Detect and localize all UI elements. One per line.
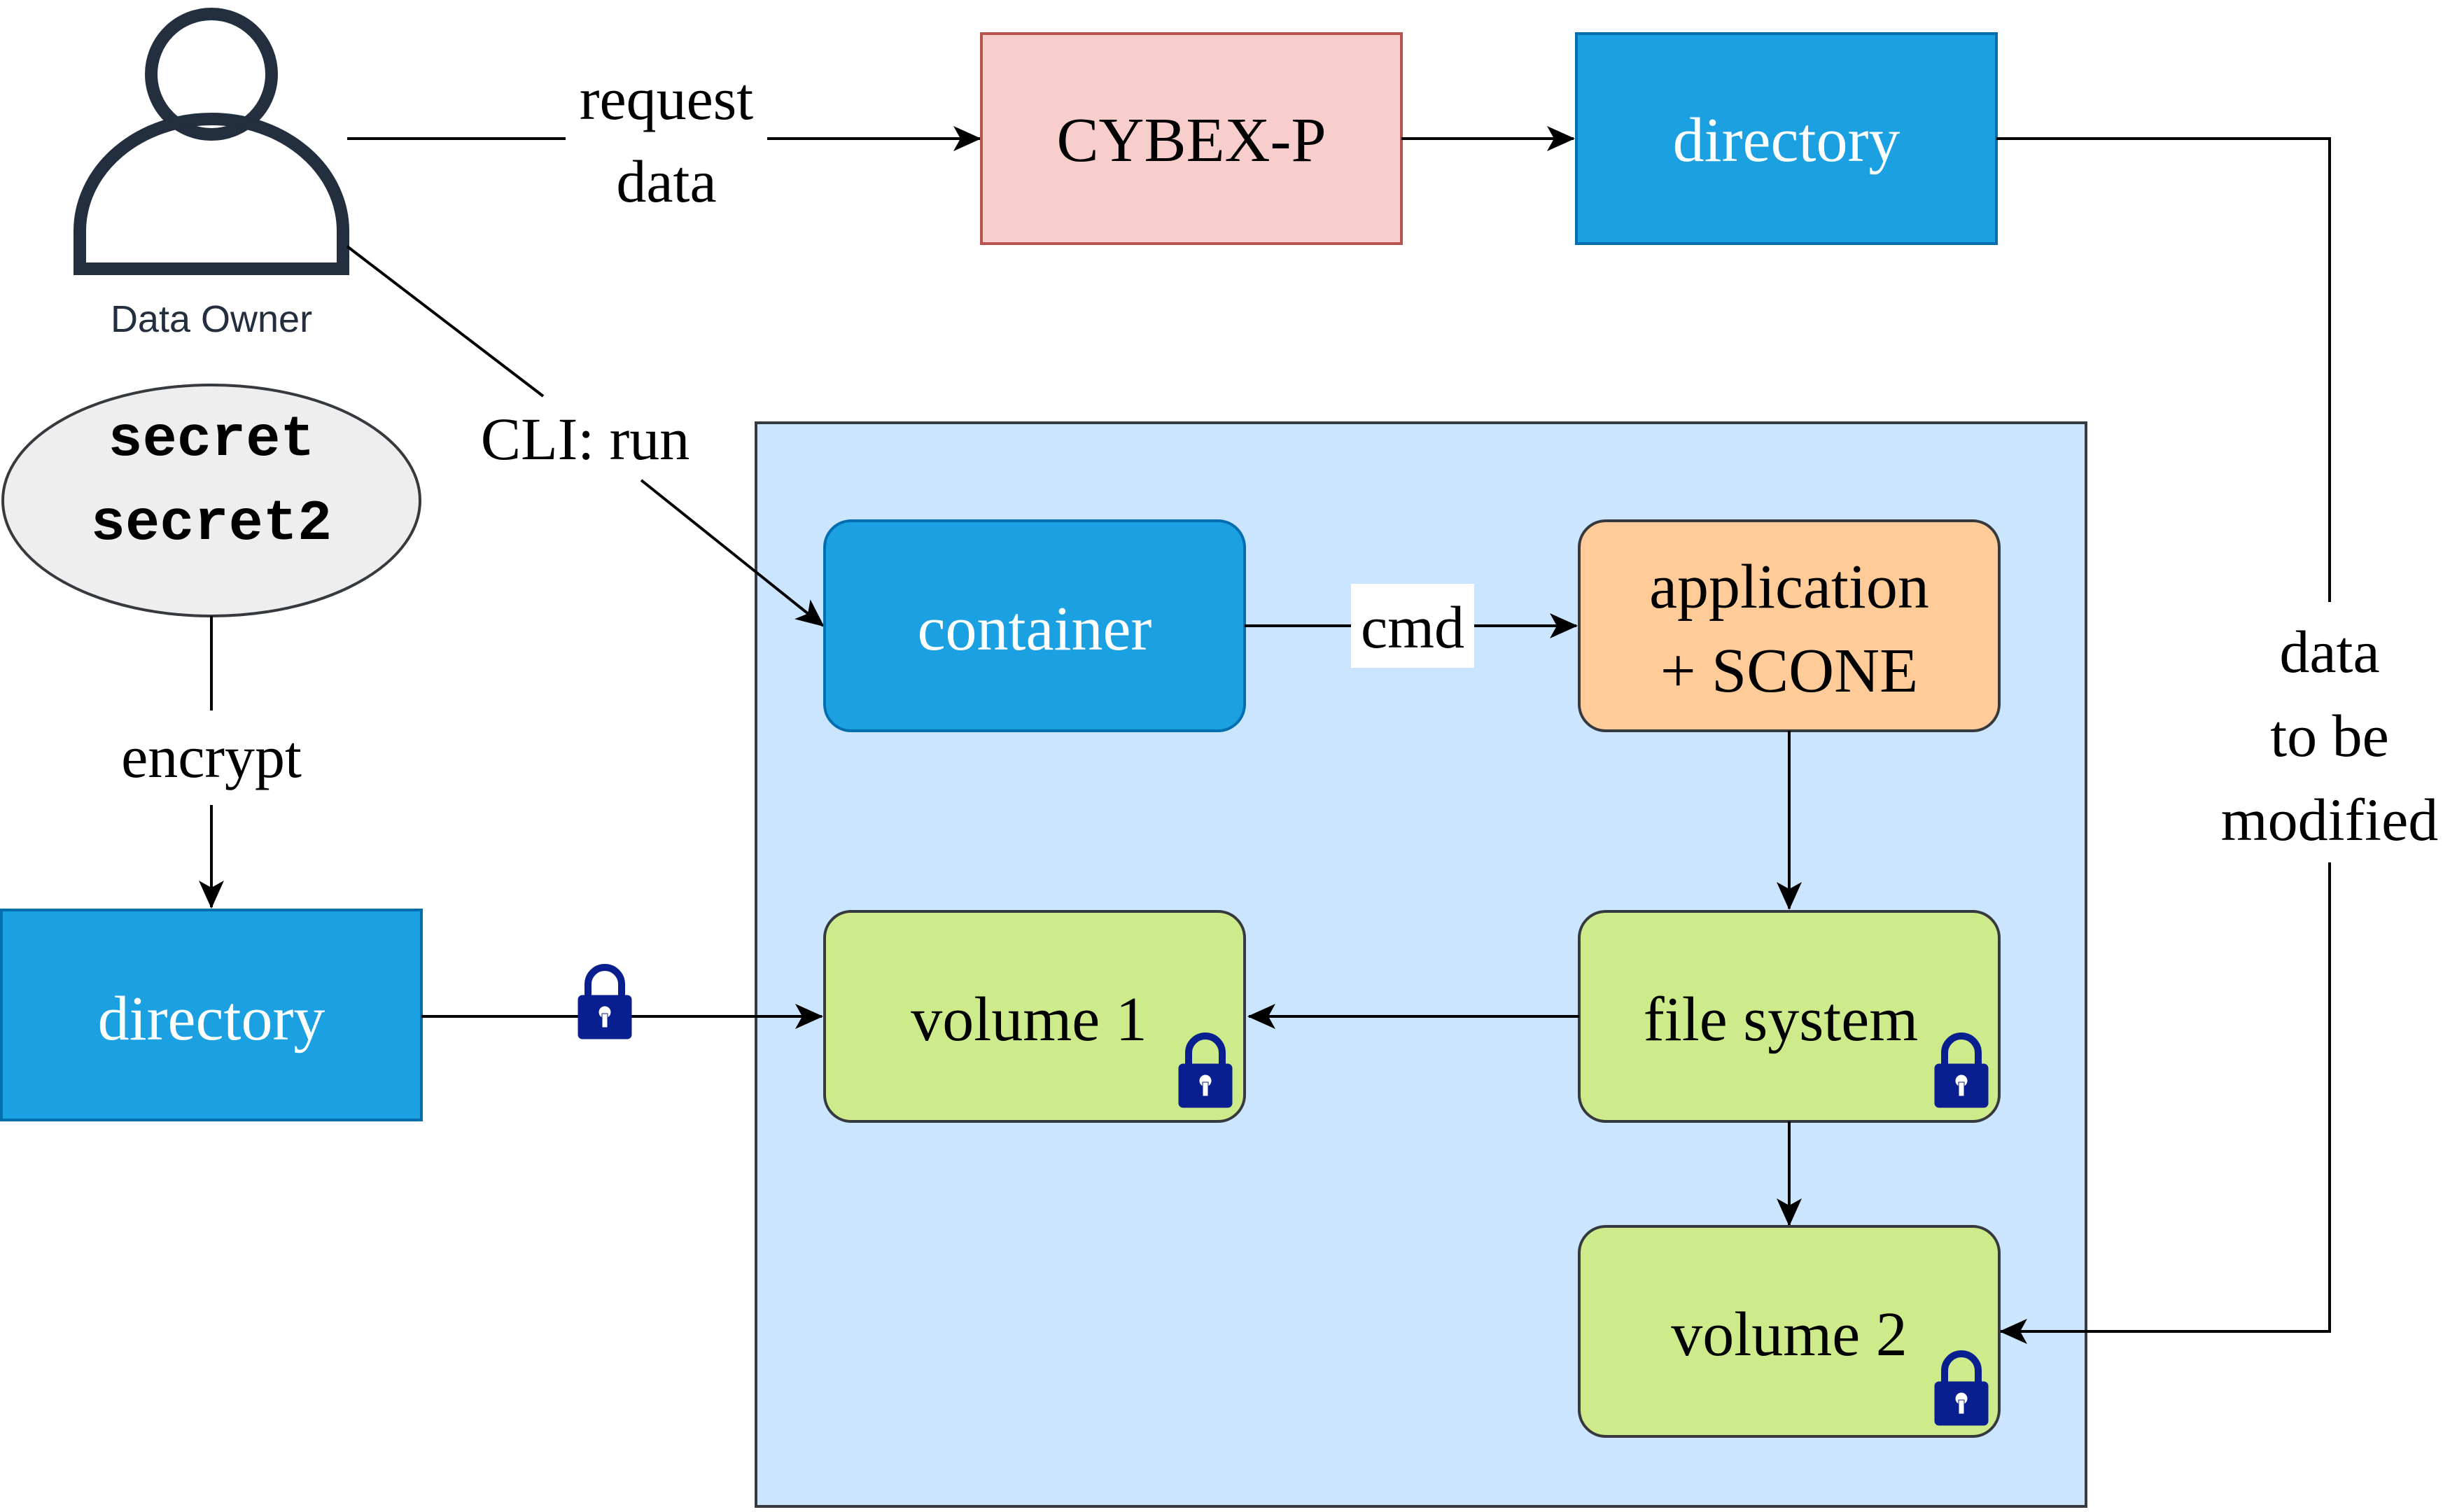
volume1-label: volume 1	[911, 985, 1147, 1054]
cli-edge-top	[346, 245, 545, 398]
application-label-1: application	[1649, 552, 1929, 622]
secret-label-1: secret	[108, 407, 314, 472]
modified-edge-top	[1996, 137, 2331, 602]
lock-icon	[578, 967, 631, 1039]
modified-label-2: to be	[2270, 702, 2389, 769]
directory-left-label: directory	[98, 984, 326, 1054]
secret-label-2: secret2	[91, 491, 332, 556]
cli-run-label: CLI: run	[481, 405, 690, 472]
volume1-box	[823, 910, 1246, 1123]
cybex-p-box	[980, 32, 1403, 245]
directory-top-box	[1575, 32, 1998, 245]
request-label-2: data	[616, 148, 716, 215]
encrypt-label: encrypt	[121, 723, 302, 790]
cybex-p-label: CYBEX-P	[1056, 106, 1326, 175]
file-system-label: file system	[1644, 985, 1918, 1054]
modified-label-3: modified	[2221, 786, 2439, 853]
modified-label-1: data	[2279, 618, 2379, 685]
user-icon	[74, 8, 349, 275]
modified-edge-bottom	[1999, 862, 2331, 1344]
cmd-label-bg	[1351, 584, 1474, 668]
volume2-box	[1578, 1225, 2001, 1438]
container-label: container	[918, 594, 1152, 664]
directory-top-label: directory	[1673, 106, 1900, 175]
directory-left-box	[0, 909, 423, 1121]
application-label-2: + SCONE	[1660, 636, 1918, 706]
data-owner-label: Data Owner	[111, 298, 312, 340]
cli-edge-bottom	[640, 479, 825, 627]
request-label-1: request	[580, 65, 753, 132]
volume2-label: volume 2	[1671, 1300, 1907, 1369]
cmd-label: cmd	[1361, 594, 1464, 661]
